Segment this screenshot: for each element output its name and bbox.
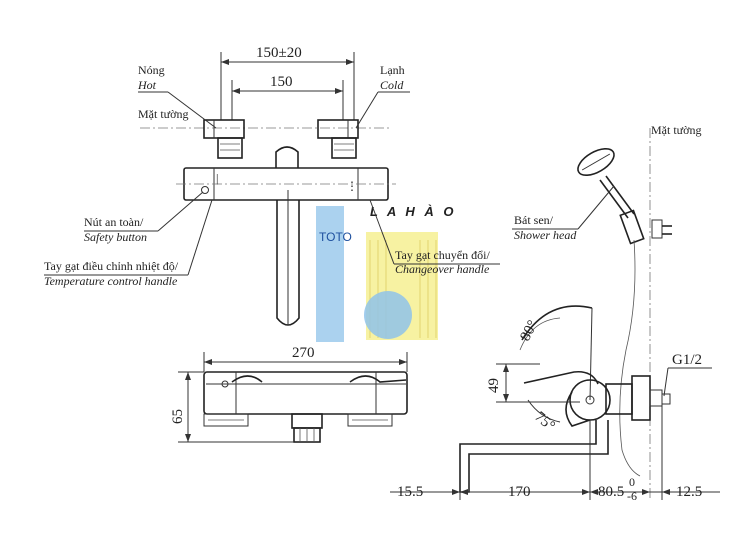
svg-text:|: | bbox=[216, 171, 218, 185]
dim-150: 150 bbox=[270, 74, 293, 90]
changeover-label-en: Changeover handle bbox=[395, 262, 490, 276]
dim-270: 270 bbox=[292, 345, 315, 361]
shower-label-en: Shower head bbox=[514, 228, 577, 242]
safety-label-vi: Nút an toàn/ bbox=[84, 215, 144, 229]
tol-upper: 0 bbox=[629, 475, 635, 489]
temp-label-en: Temperature control handle bbox=[44, 274, 178, 288]
side-view: Mặt tường 80° 75° bbox=[390, 123, 720, 503]
watermark-text: L A H À O bbox=[370, 204, 456, 219]
plan-view: 270 65 bbox=[170, 345, 408, 443]
temp-label-vi: Tay gạt điều chỉnh nhiệt độ/ bbox=[44, 259, 179, 273]
brand-text: TOTO bbox=[319, 230, 352, 244]
dim-12-5: 12.5 bbox=[676, 484, 702, 500]
cold-label-en: Cold bbox=[380, 78, 404, 92]
dim-49: 49 bbox=[486, 378, 502, 393]
safety-label-en: Safety button bbox=[84, 230, 147, 244]
watermark-logo: L A H À O bbox=[316, 204, 456, 342]
dim-65: 65 bbox=[170, 409, 186, 424]
front-view: | ⋮ TOTO Nóng Hot Lạnh Cold Mặt tường Nú… bbox=[44, 45, 500, 326]
hot-label-en: Hot bbox=[137, 78, 157, 92]
dim-150-20: 150±20 bbox=[256, 45, 302, 61]
watermark-blue-circle bbox=[364, 291, 412, 339]
thread-label: G1/2 bbox=[672, 352, 702, 368]
cold-label-vi: Lạnh bbox=[380, 63, 405, 77]
dim-80-5: 80.5 bbox=[598, 484, 624, 500]
wall-label-right: Mặt tường bbox=[651, 123, 702, 137]
angle-75: 75° bbox=[531, 409, 557, 435]
svg-text:⋮: ⋮ bbox=[346, 179, 358, 193]
tol-lower: -6 bbox=[627, 489, 637, 503]
shower-label-vi: Bát sen/ bbox=[514, 213, 554, 227]
watermark-blue-bar bbox=[316, 206, 344, 342]
dim-15-5: 15.5 bbox=[397, 484, 423, 500]
hot-label-vi: Nóng bbox=[138, 63, 165, 77]
changeover-label-vi: Tay gạt chuyển đổi/ bbox=[395, 248, 490, 262]
dim-170: 170 bbox=[508, 484, 531, 500]
wall-label-left: Mặt tường bbox=[138, 107, 189, 121]
